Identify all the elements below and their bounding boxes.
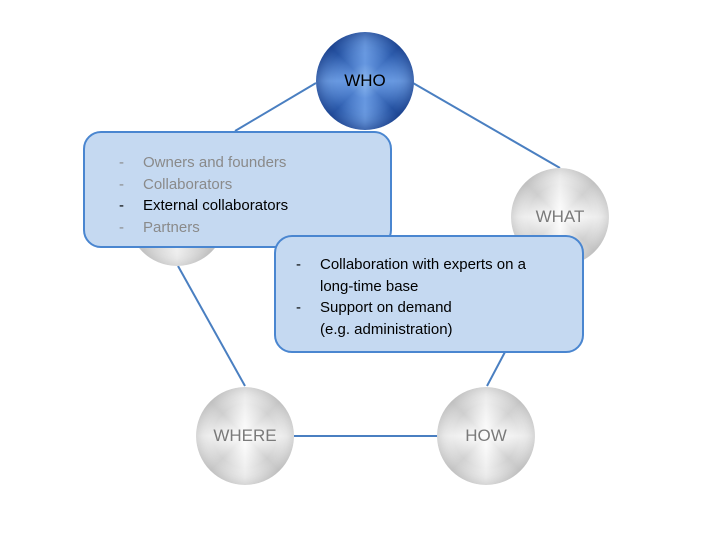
- who-item-partners: - Partners: [119, 217, 390, 239]
- detail-line: long-time base: [320, 277, 419, 295]
- node-what-label: WHAT: [535, 207, 585, 226]
- who-item-text: Partners: [143, 218, 200, 236]
- detail-line: Collaboration with experts on a: [320, 256, 526, 273]
- detail-callout: - Collaboration with experts on a long-t…: [274, 235, 584, 353]
- who-callout-list: - Owners and founders - Collaborators - …: [119, 152, 390, 238]
- who-callout: - Owners and founders - Collaborators - …: [83, 131, 392, 248]
- detail-line: Support on demand: [320, 299, 452, 316]
- detail-item-text: Collaboration with experts on a long-tim…: [320, 254, 526, 297]
- who-item-text: External collaborators: [143, 197, 289, 214]
- node-how[interactable]: HOW: [437, 387, 535, 485]
- detail-callout-list: - Collaboration with experts on a long-t…: [296, 254, 582, 340]
- bullet-dash: -: [296, 299, 301, 316]
- who-item-external-collaborators: - External collaborators: [119, 195, 390, 217]
- edge-what-how: [486, 351, 506, 387]
- detail-line: (e.g. administration): [320, 320, 453, 338]
- who-item-collaborators: - Collaborators: [119, 174, 390, 196]
- who-item-text: Owners and founders: [143, 154, 287, 171]
- detail-item-support: - Support on demand (e.g. administration…: [296, 297, 582, 340]
- detail-item-experts: - Collaboration with experts on a long-t…: [296, 254, 582, 297]
- node-who-label: WHO: [344, 71, 386, 90]
- bullet-dash: -: [119, 175, 124, 193]
- node-how-label: HOW: [465, 426, 507, 445]
- who-item-owners: - Owners and founders: [119, 152, 390, 174]
- edge-who-what: [412, 82, 561, 169]
- detail-item-text: Support on demand (e.g. administration): [320, 297, 453, 340]
- bullet-dash: -: [119, 218, 124, 236]
- bullet-dash: -: [119, 154, 124, 171]
- node-where-label: WHERE: [213, 426, 277, 445]
- who-item-text: Collaborators: [143, 175, 233, 193]
- bullet-dash: -: [296, 256, 301, 273]
- edge-where-fifth: [177, 265, 246, 387]
- bullet-dash: -: [119, 197, 124, 214]
- node-where[interactable]: WHERE: [196, 387, 294, 485]
- node-who[interactable]: WHO: [316, 32, 414, 130]
- edge-fifth-who: [234, 82, 317, 132]
